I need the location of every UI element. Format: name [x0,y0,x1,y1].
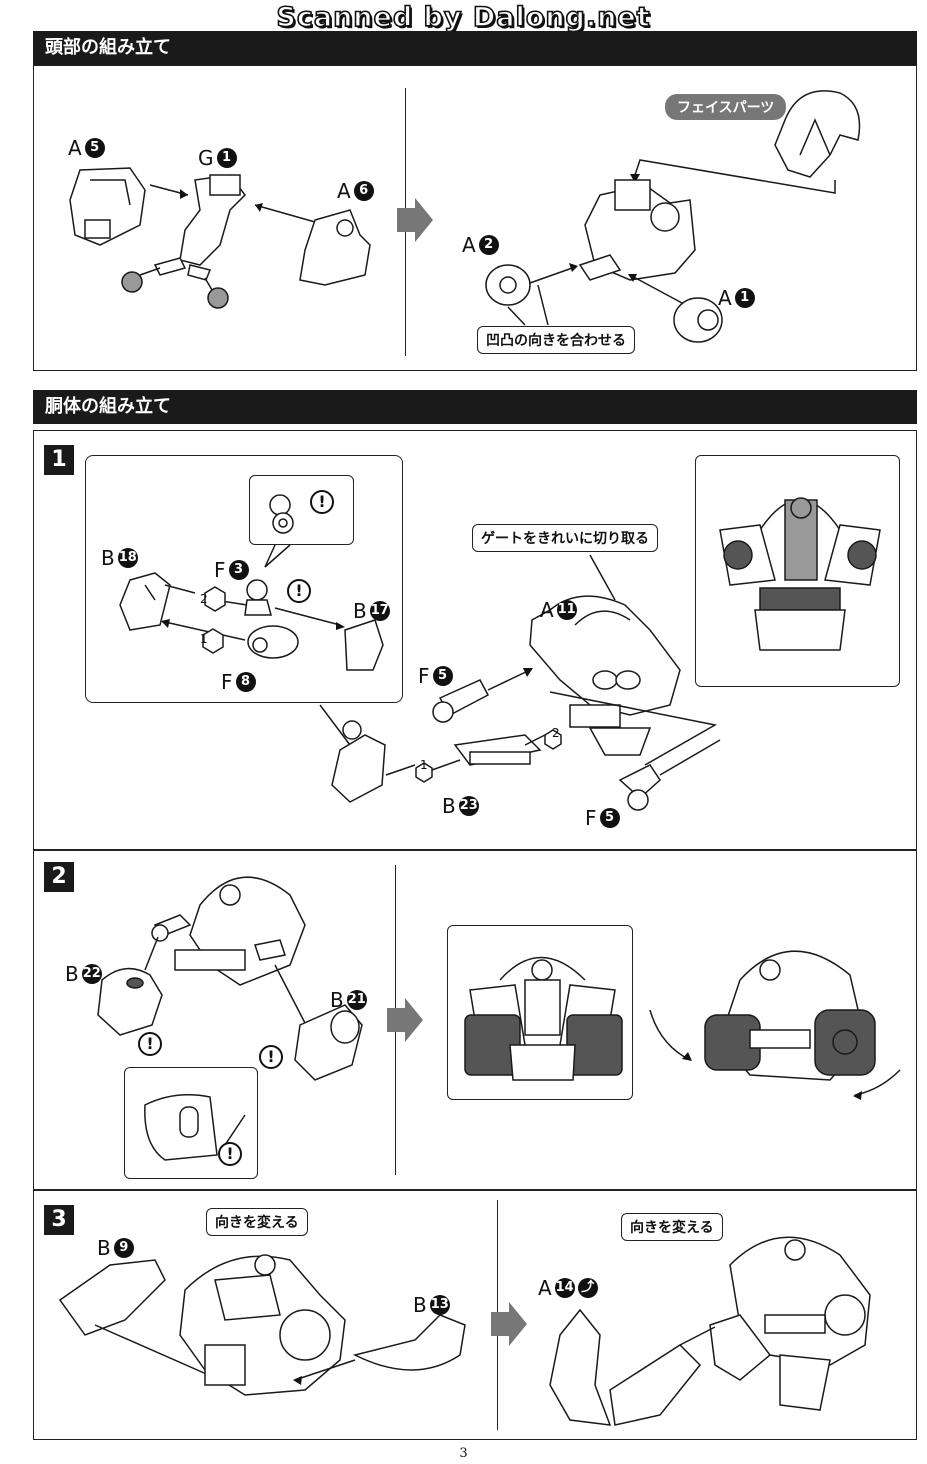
caution-icon: ! [310,490,334,514]
order-marker-1: 1 [200,632,208,646]
order-marker-2b: 2 [552,726,560,740]
part-number-badge: 2 [478,235,499,255]
step2-side-view-illustration [649,950,901,1100]
part-number-badge: 23 [458,796,479,816]
next-step-arrow-icon [491,1302,527,1346]
step1-result-illustration [719,497,881,651]
next-step-arrow-icon [397,198,433,242]
order-marker-2: 2 [200,592,208,606]
part-number-badge: 8 [235,672,256,692]
step3-assembled-illustration [549,1236,871,1426]
part-number-badge: 11 [556,600,577,620]
body-assembly-header: 胴体の組み立て [33,390,917,424]
step1-number: 1 [44,445,74,475]
flip-side-icon: ⤴ [577,1278,598,1298]
step2-parts-illustration [97,876,363,1081]
page-number: 3 [459,1446,468,1461]
face-parts-label: フェイスパーツ [665,94,787,120]
caution-icon: ! [287,579,311,603]
part-number-badge: 6 [353,181,374,201]
step1-main-illustration [319,554,721,811]
part-number-badge: 5 [599,808,620,828]
head-parts-illustration [69,167,371,309]
step2-front-view-illustration [464,956,623,1081]
part-number-badge: 1 [216,148,237,168]
head-assembled-illustration [485,90,861,343]
part-number-badge: 21 [346,990,367,1010]
part-number-badge: 13 [429,1295,450,1315]
part-number-badge: 5 [432,666,453,686]
part-number-badge: 22 [81,964,102,984]
head-assembly-header: 頭部の組み立て [33,31,917,65]
head-assembly-title: 頭部の組み立て [45,37,171,58]
part-number-badge: 5 [84,138,105,158]
turn-note-callout-2: 向きを変える [621,1213,723,1241]
part-number-badge: 14 [554,1278,575,1298]
step3-number: 3 [44,1205,74,1235]
caution-icon: ! [138,1032,162,1056]
gate-note-callout: ゲートをきれいに切り取る [472,524,658,552]
part-number-badge: 9 [113,1238,134,1258]
part-number-badge: 1 [734,288,755,308]
caution-icon: ! [259,1045,283,1069]
body-assembly-title: 胴体の組み立て [45,396,171,417]
watermark: Scanned by Dalong.net [276,1,651,34]
step3-parts-illustration [58,1254,466,1396]
caution-icon: ! [218,1142,242,1166]
part-number-badge: 17 [369,601,390,621]
step1-detail-illustration [119,494,384,671]
align-note-callout: 凹凸の向きを合わせる [477,326,635,354]
step1-warning-inset [249,475,354,545]
part-number-badge: 18 [117,548,138,568]
order-marker-1b: 1 [420,758,428,772]
part-number-badge: 3 [228,560,249,580]
turn-note-callout: 向きを変える [206,1208,308,1236]
step2-number: 2 [44,862,74,892]
next-step-arrow-icon [387,998,423,1042]
step2-detail-illustration [144,1094,246,1161]
